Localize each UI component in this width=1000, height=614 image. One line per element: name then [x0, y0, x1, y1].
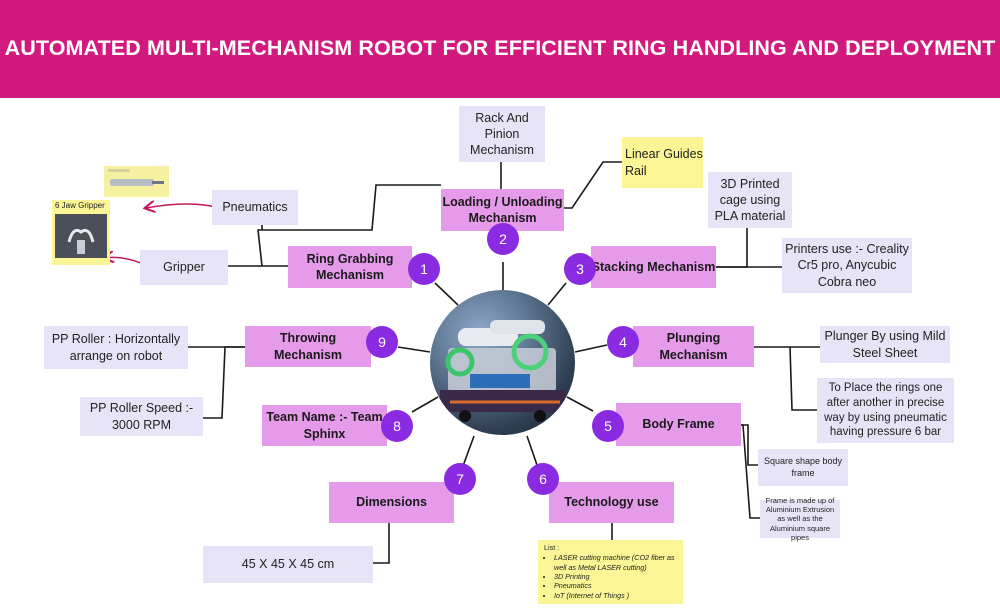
number-circle-7: 7 — [444, 463, 476, 495]
jaw-gripper-photo: 6 Jaw Gripper — [52, 200, 110, 265]
mechanism-box-plunging: Plunging Mechanism — [633, 326, 754, 367]
sticky-technology-list: List : LASER cutting machine (CO2 fiber … — [538, 540, 683, 604]
note-printers: Printers use :- Creality Cr5 pro, Anycub… — [782, 238, 912, 293]
mechanism-box-technology: Technology use — [549, 482, 674, 523]
number-circle-6: 6 — [527, 463, 559, 495]
note-pneumatics: Pneumatics — [212, 190, 298, 225]
jaw-gripper-label: 6 Jaw Gripper — [55, 201, 105, 210]
robot-illustration — [440, 320, 565, 422]
mechanism-box-stacking: Stacking Mechanism — [591, 246, 716, 288]
gripper-icon — [55, 213, 107, 258]
number-circle-8: 8 — [381, 410, 413, 442]
mechanism-box-throwing: Throwing Mechanism — [245, 326, 371, 367]
mechanism-box-ring-grabbing: Ring Grabbing Mechanism — [288, 246, 412, 288]
note-dimensions-value: 45 X 45 X 45 cm — [203, 546, 373, 583]
mechanism-box-loading: Loading / Unloading Mechanism — [441, 189, 564, 231]
note-plunger-detail: To Place the rings one after another in … — [817, 378, 954, 443]
note-gripper: Gripper — [140, 250, 228, 285]
note-pp-roller-speed: PP Roller Speed :- 3000 RPM — [80, 397, 203, 436]
actuator-icon — [108, 169, 164, 186]
tech-list-item: 3D Printing — [554, 572, 679, 581]
linear-actuator-photo — [104, 166, 169, 197]
number-circle-3: 3 — [564, 253, 596, 285]
number-circle-9: 9 — [366, 326, 398, 358]
mechanism-box-body-frame: Body Frame — [616, 403, 741, 446]
note-rack-pinion: Rack And Pinion Mechanism — [459, 106, 545, 162]
page-title: AUTOMATED MULTI-MECHANISM ROBOT FOR EFFI… — [4, 36, 996, 60]
number-circle-5: 5 — [592, 410, 624, 442]
number-circle-1: 1 — [408, 253, 440, 285]
tech-list: LASER cutting machine (CO2 fiber as well… — [544, 553, 679, 600]
number-circle-4: 4 — [607, 326, 639, 358]
note-square-frame: Square shape body frame — [758, 449, 848, 486]
note-pla-cage: 3D Printed cage using PLA material — [708, 172, 792, 228]
note-frame-material: Frame is made up of Aluminium Extrusion … — [760, 496, 840, 542]
note-pp-roller: PP Roller : Horizontally arrange on robo… — [44, 326, 188, 369]
note-plunger: Plunger By using Mild Steel Sheet — [820, 326, 950, 363]
number-circle-2: 2 — [487, 223, 519, 255]
tech-list-heading: List : — [544, 543, 560, 552]
sticky-linear-guides: Linear Guides Rail — [622, 137, 703, 188]
tech-list-item: Pneumatics — [554, 581, 679, 590]
robot-photo — [430, 290, 575, 435]
title-banner: AUTOMATED MULTI-MECHANISM ROBOT FOR EFFI… — [0, 0, 1000, 98]
mechanism-box-dimensions: Dimensions — [329, 482, 454, 523]
mechanism-box-team-name: Team Name :- Team Sphinx — [262, 405, 387, 446]
tech-list-item: IoT (Internet of Things ) — [554, 591, 679, 600]
tech-list-item: LASER cutting machine (CO2 fiber as well… — [554, 553, 679, 572]
